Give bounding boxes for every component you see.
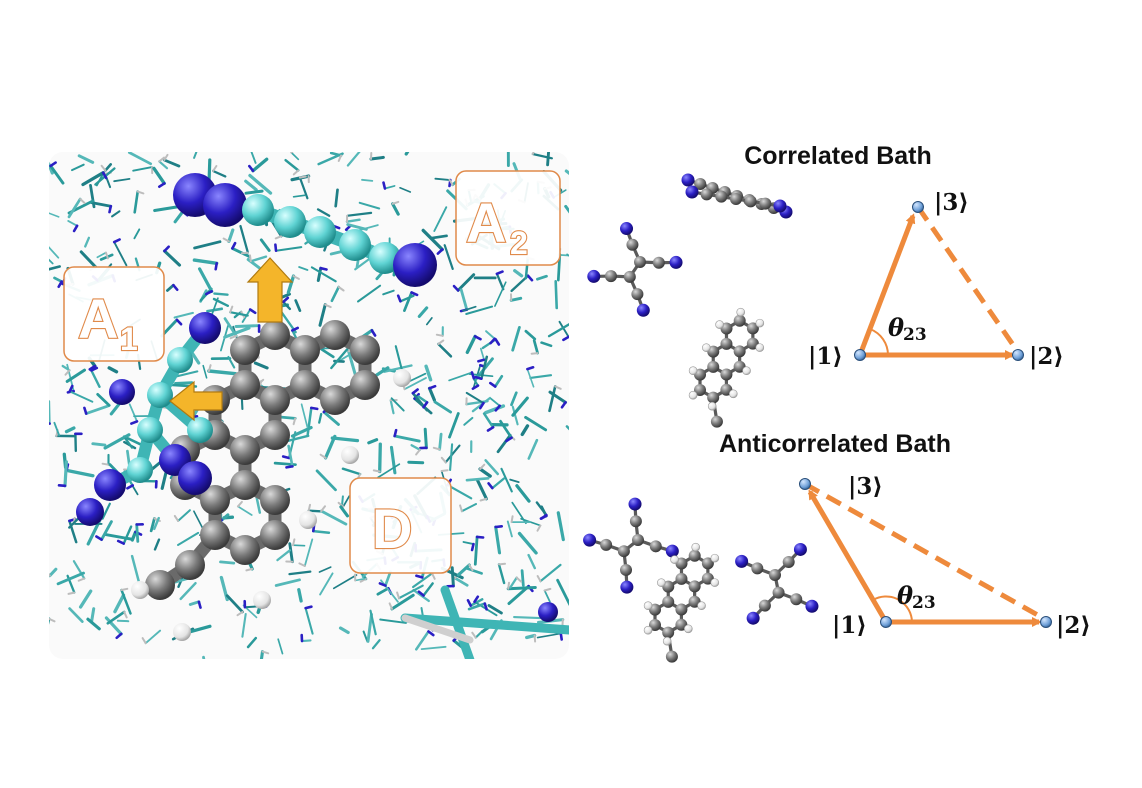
label-a2-main: A bbox=[466, 191, 506, 254]
correlated-bath-section: Correlated Bath |1⟩ |2⟩ |3⟩ θ 23 bbox=[587, 142, 1064, 428]
correlated-theta-subscript: 23 bbox=[903, 325, 927, 345]
correlated-ket-2: |2⟩ bbox=[1029, 343, 1064, 370]
correlated-node-3 bbox=[912, 201, 924, 213]
correlated-node-2 bbox=[1012, 349, 1024, 361]
label-a2-subscript: 2 bbox=[510, 225, 528, 261]
anticorrelated-bath-title: Anticorrelated Bath bbox=[719, 430, 951, 458]
label-a1: A 1 bbox=[63, 266, 165, 362]
label-a1-main: A bbox=[78, 287, 118, 350]
anticorrelated-node-1 bbox=[880, 616, 892, 628]
correlated-bath-title: Correlated Bath bbox=[744, 142, 932, 170]
acceptor-a2-molecule bbox=[173, 173, 437, 287]
anticorrelated-bath-section: Anticorrelated Bath |1⟩ |2⟩ |3⟩ θ 23 bbox=[583, 430, 1091, 663]
charge-transfer-arrow-left bbox=[169, 380, 223, 422]
simulation-panel: A 1 A 2 D bbox=[49, 152, 569, 659]
label-a1-subscript: 1 bbox=[120, 321, 138, 357]
anticorrelated-arrow-1-to-3 bbox=[807, 489, 889, 624]
anticorrelated-dashed-2-3 bbox=[803, 481, 1045, 621]
anticorrelated-angle-arc bbox=[872, 595, 913, 623]
anticorrelated-node-2 bbox=[1040, 616, 1052, 628]
acceptor-a1-molecule bbox=[76, 312, 221, 526]
label-a2: A 2 bbox=[455, 170, 561, 266]
anticorrelated-theta-subscript: 23 bbox=[912, 593, 936, 613]
correlated-triangle: |1⟩ |2⟩ |3⟩ θ 23 bbox=[808, 189, 1064, 370]
anticorrelated-ket-1: |1⟩ bbox=[832, 612, 867, 639]
correlated-ket-1: |1⟩ bbox=[808, 343, 843, 370]
label-d-main: D bbox=[372, 497, 412, 560]
anticorrelated-ket-3: |3⟩ bbox=[848, 473, 883, 500]
correlated-theta: θ bbox=[888, 313, 904, 342]
anticorrelated-ket-2: |2⟩ bbox=[1056, 612, 1091, 639]
anticorrelated-node-3 bbox=[799, 478, 811, 490]
correlated-node-1 bbox=[854, 349, 866, 361]
anticorrelated-theta: θ bbox=[897, 581, 913, 610]
correlated-angle-arc bbox=[869, 328, 889, 356]
correlated-molecules bbox=[587, 173, 793, 428]
correlated-ket-3: |3⟩ bbox=[934, 189, 969, 216]
anticorrelated-triangle: |1⟩ |2⟩ |3⟩ θ 23 bbox=[799, 473, 1091, 639]
solvent-foreground-stick bbox=[400, 585, 569, 659]
correlated-dashed-2-3 bbox=[915, 205, 1021, 354]
label-d: D bbox=[349, 477, 452, 574]
correlated-arrow-1-to-3 bbox=[857, 213, 916, 356]
charge-transfer-arrow-up bbox=[246, 257, 294, 323]
anticorrelated-molecules bbox=[583, 497, 819, 663]
